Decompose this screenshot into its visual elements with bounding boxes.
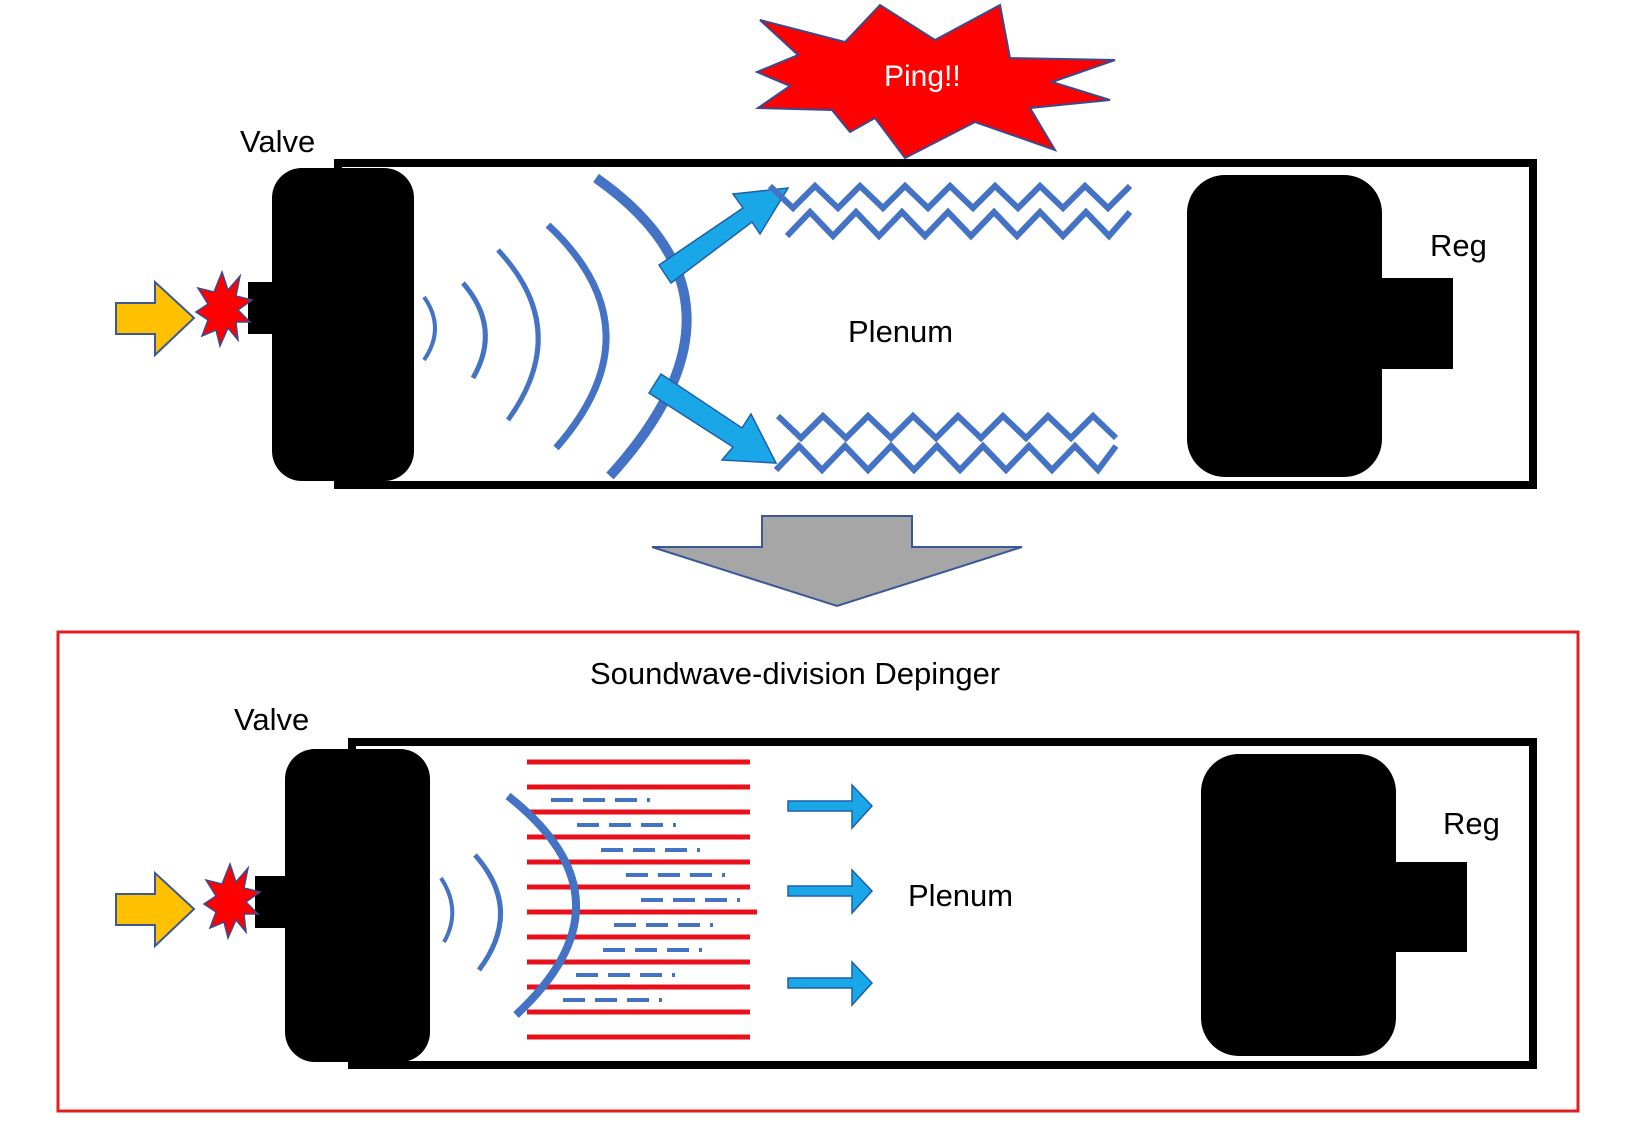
top-plenum-label: Plenum xyxy=(848,314,954,349)
reflect-up-arrow-icon xyxy=(657,187,790,285)
flow-arrow-icon xyxy=(787,868,874,915)
zigzag-upper-2 xyxy=(784,207,1133,241)
top-reflection-arrows xyxy=(647,187,790,464)
top-valve-body xyxy=(272,168,414,481)
bottom-diagram xyxy=(56,630,1580,1113)
top-zigzag-waves xyxy=(767,181,1133,475)
depinger-frame xyxy=(56,630,1580,1113)
wave-arc-1 xyxy=(422,295,437,362)
wave-arc-2 xyxy=(473,853,503,972)
top-explosion-icon xyxy=(194,269,254,349)
wave-arc-2 xyxy=(461,281,488,380)
bottom-input-arrow-icon xyxy=(115,870,196,949)
split-wave-segments xyxy=(551,798,740,1002)
top-valve-inlet xyxy=(248,282,278,334)
bottom-wavefront-arc xyxy=(505,792,580,1018)
bottom-reg-label: Reg xyxy=(1443,806,1500,841)
zigzag-lower-2 xyxy=(773,441,1119,475)
top-valve-label: Valve xyxy=(240,124,316,159)
top-sound-waves xyxy=(422,173,692,480)
bottom-valve-inlet xyxy=(255,876,291,928)
flow-arrows xyxy=(787,783,874,1007)
wave-arc-3 xyxy=(496,248,541,422)
divider-plates xyxy=(527,759,757,1040)
reflect-down-arrow-icon xyxy=(647,372,778,464)
transition-arrow-down-icon xyxy=(651,515,1023,608)
bottom-valve-body xyxy=(285,749,430,1062)
depinger-title: Soundwave-division Depinger xyxy=(590,656,1001,691)
bottom-explosion-icon xyxy=(202,861,262,941)
bottom-plenum-label: Plenum xyxy=(908,878,1014,913)
bottom-sound-waves xyxy=(439,853,503,972)
flow-arrow-icon xyxy=(787,960,874,1007)
bottom-regulator-body xyxy=(1201,754,1396,1056)
ping-starburst-icon xyxy=(754,3,1116,160)
top-input-arrow-icon xyxy=(115,279,196,358)
top-regulator-body xyxy=(1187,175,1382,477)
zigzag-upper-1 xyxy=(767,181,1133,213)
wave-arc-1 xyxy=(439,876,455,943)
wave-arc-4 xyxy=(545,222,610,451)
ping-label: Ping!! xyxy=(884,60,961,93)
bottom-valve-label: Valve xyxy=(234,702,310,737)
flow-arrow-icon xyxy=(787,783,874,830)
bottom-regulator-outlet xyxy=(1390,862,1467,952)
top-reg-label: Reg xyxy=(1430,228,1487,263)
top-regulator-outlet xyxy=(1375,278,1453,369)
zigzag-lower-1 xyxy=(775,411,1119,443)
wave-arc-5 xyxy=(593,173,692,480)
top-diagram xyxy=(115,3,1537,489)
